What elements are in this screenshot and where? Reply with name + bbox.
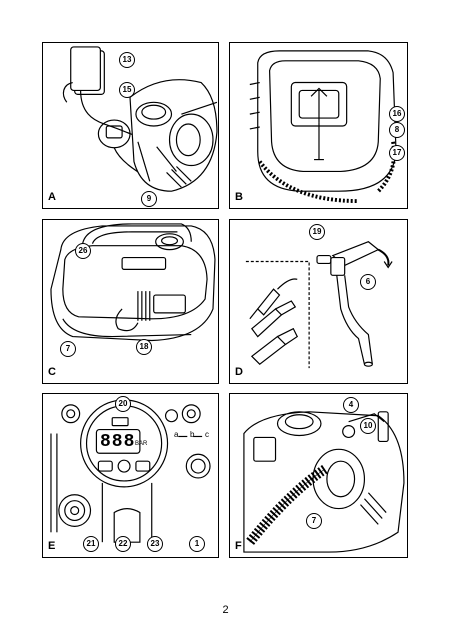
control-panel-display-illustration <box>50 399 211 543</box>
compressor-side-view-illustration <box>50 223 216 342</box>
callout-18: 18 <box>136 339 152 355</box>
panel-letter: C <box>48 366 56 378</box>
callout-26: 26 <box>75 243 91 259</box>
scale-label-a: a <box>174 430 179 439</box>
callout-22: 22 <box>115 536 131 552</box>
panel-letter: A <box>48 191 56 203</box>
scale-label-c: c <box>205 430 209 439</box>
display-unit-label: BAR <box>135 441 148 447</box>
page-number: 2 <box>222 604 229 616</box>
callout-15: 15 <box>119 82 135 98</box>
callout-10: 10 <box>360 418 376 434</box>
figure-panel-a: 13 15 9 A <box>42 42 219 209</box>
callout-13: 13 <box>119 52 135 68</box>
callout-9: 9 <box>141 191 157 207</box>
callout-16: 16 <box>389 106 405 122</box>
figure-panel-b: 16 8 17 B <box>229 42 408 209</box>
panel-letter: E <box>48 540 56 552</box>
hose-adapters-illustration <box>245 241 393 369</box>
compressor-with-power-adapter-illustration <box>62 46 218 192</box>
hose-storage-compartment-illustration <box>249 50 397 204</box>
scale-label-b: b <box>190 430 195 439</box>
callout-6: 6 <box>360 274 376 290</box>
panel-letter: D <box>235 366 243 378</box>
callout-7: 7 <box>306 513 322 529</box>
callout-21: 21 <box>83 536 99 552</box>
figure-panel-e: 888 BAR a b c 20 21 22 23 1 E <box>42 393 219 558</box>
callout-19: 19 <box>309 224 325 240</box>
figure-panel-f: 4 10 7 F <box>229 393 408 558</box>
callout-1: 1 <box>189 536 205 552</box>
callout-7: 7 <box>60 341 76 357</box>
callout-17: 17 <box>389 145 405 161</box>
figure-panel-d: 19 6 D <box>229 219 408 384</box>
callout-20: 20 <box>115 396 131 412</box>
callout-4: 4 <box>343 397 359 413</box>
callout-8: 8 <box>389 122 405 138</box>
figure-panel-c: 26 7 18 C <box>42 219 219 384</box>
display-digits: 888 <box>100 432 136 452</box>
hose-connection-illustration <box>243 411 405 553</box>
panel-letter: F <box>235 540 242 552</box>
panel-letter: B <box>235 191 243 203</box>
callout-23: 23 <box>147 536 163 552</box>
